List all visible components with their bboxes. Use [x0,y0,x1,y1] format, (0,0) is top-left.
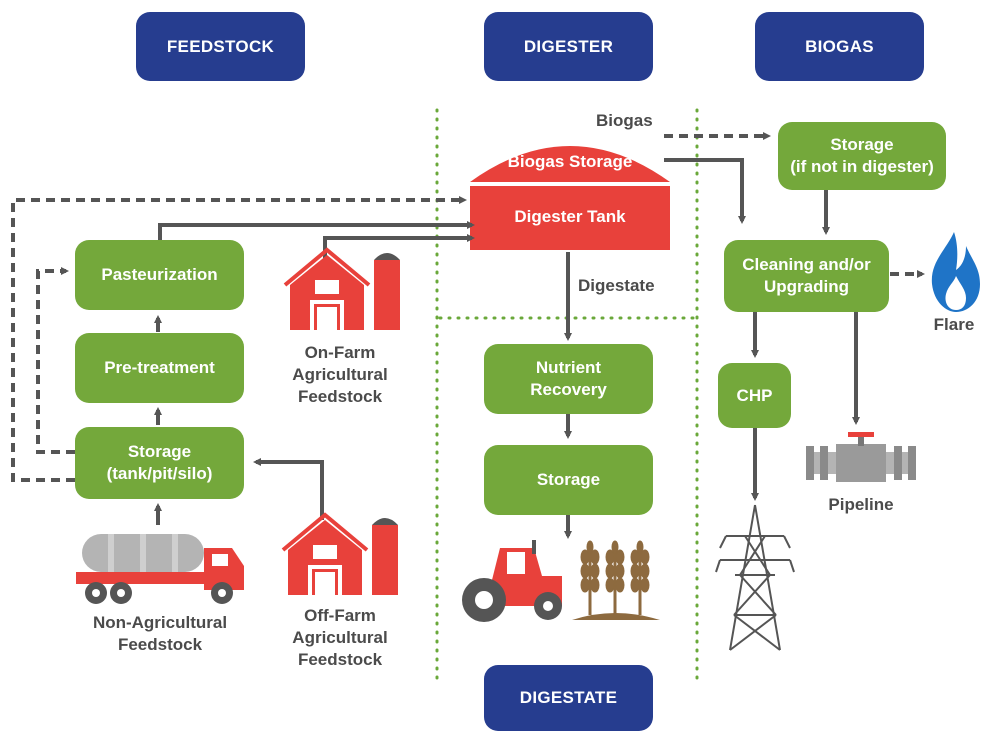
off-farm-feedstock-label: Off-Farm Agricultural Feedstock [292,606,388,669]
pretreatment-box: Pre-treatment [75,333,244,403]
biogas-storage-box: Storage (if not in digester) [778,122,946,190]
pipeline-icon [806,432,916,482]
non-agricultural-feedstock-label: Non-Agricultural Feedstock [92,613,228,654]
solid-flow-arrows [154,158,860,539]
pasteurization-box: Pasteurization [75,240,244,310]
digester-tank-label: Digester Tank [514,207,626,226]
feedstock-storage-box: Storage (tank/pit/silo) [75,427,244,499]
digestate-arrow-label: Digestate [578,276,655,295]
barn-silo-icon [281,512,398,595]
header-digestate: DIGESTATE [484,665,653,731]
digester-tank-icon [470,146,670,250]
digestate-storage-box: Storage [484,445,653,515]
biogas-arrow-label: Biogas [596,111,653,130]
barn-silo-icon [283,247,400,330]
pipeline-label: Pipeline [828,495,894,514]
header-biogas: BIOGAS [755,12,924,81]
on-farm-feedstock-label: On-Farm Agricultural Feedstock [292,343,388,406]
cleaning-upgrading-box: Cleaning and/or Upgrading [724,240,889,312]
nutrient-recovery-box: Nutrient Recovery [484,344,653,414]
header-digester: DIGESTER [484,12,653,81]
power-tower-icon [715,504,795,651]
chp-box: CHP [718,363,791,428]
biogas-storage-dome-label: Biogas Storage [507,152,633,171]
tractor-icon [462,540,562,622]
flare-label: Flare [933,315,975,334]
wheat-crops-icon [572,540,660,620]
flare-flame-icon [931,232,980,312]
tanker-truck-icon [76,534,244,604]
header-feedstock: FEEDSTOCK [136,12,305,81]
dashed-flow-arrows [11,132,925,482]
